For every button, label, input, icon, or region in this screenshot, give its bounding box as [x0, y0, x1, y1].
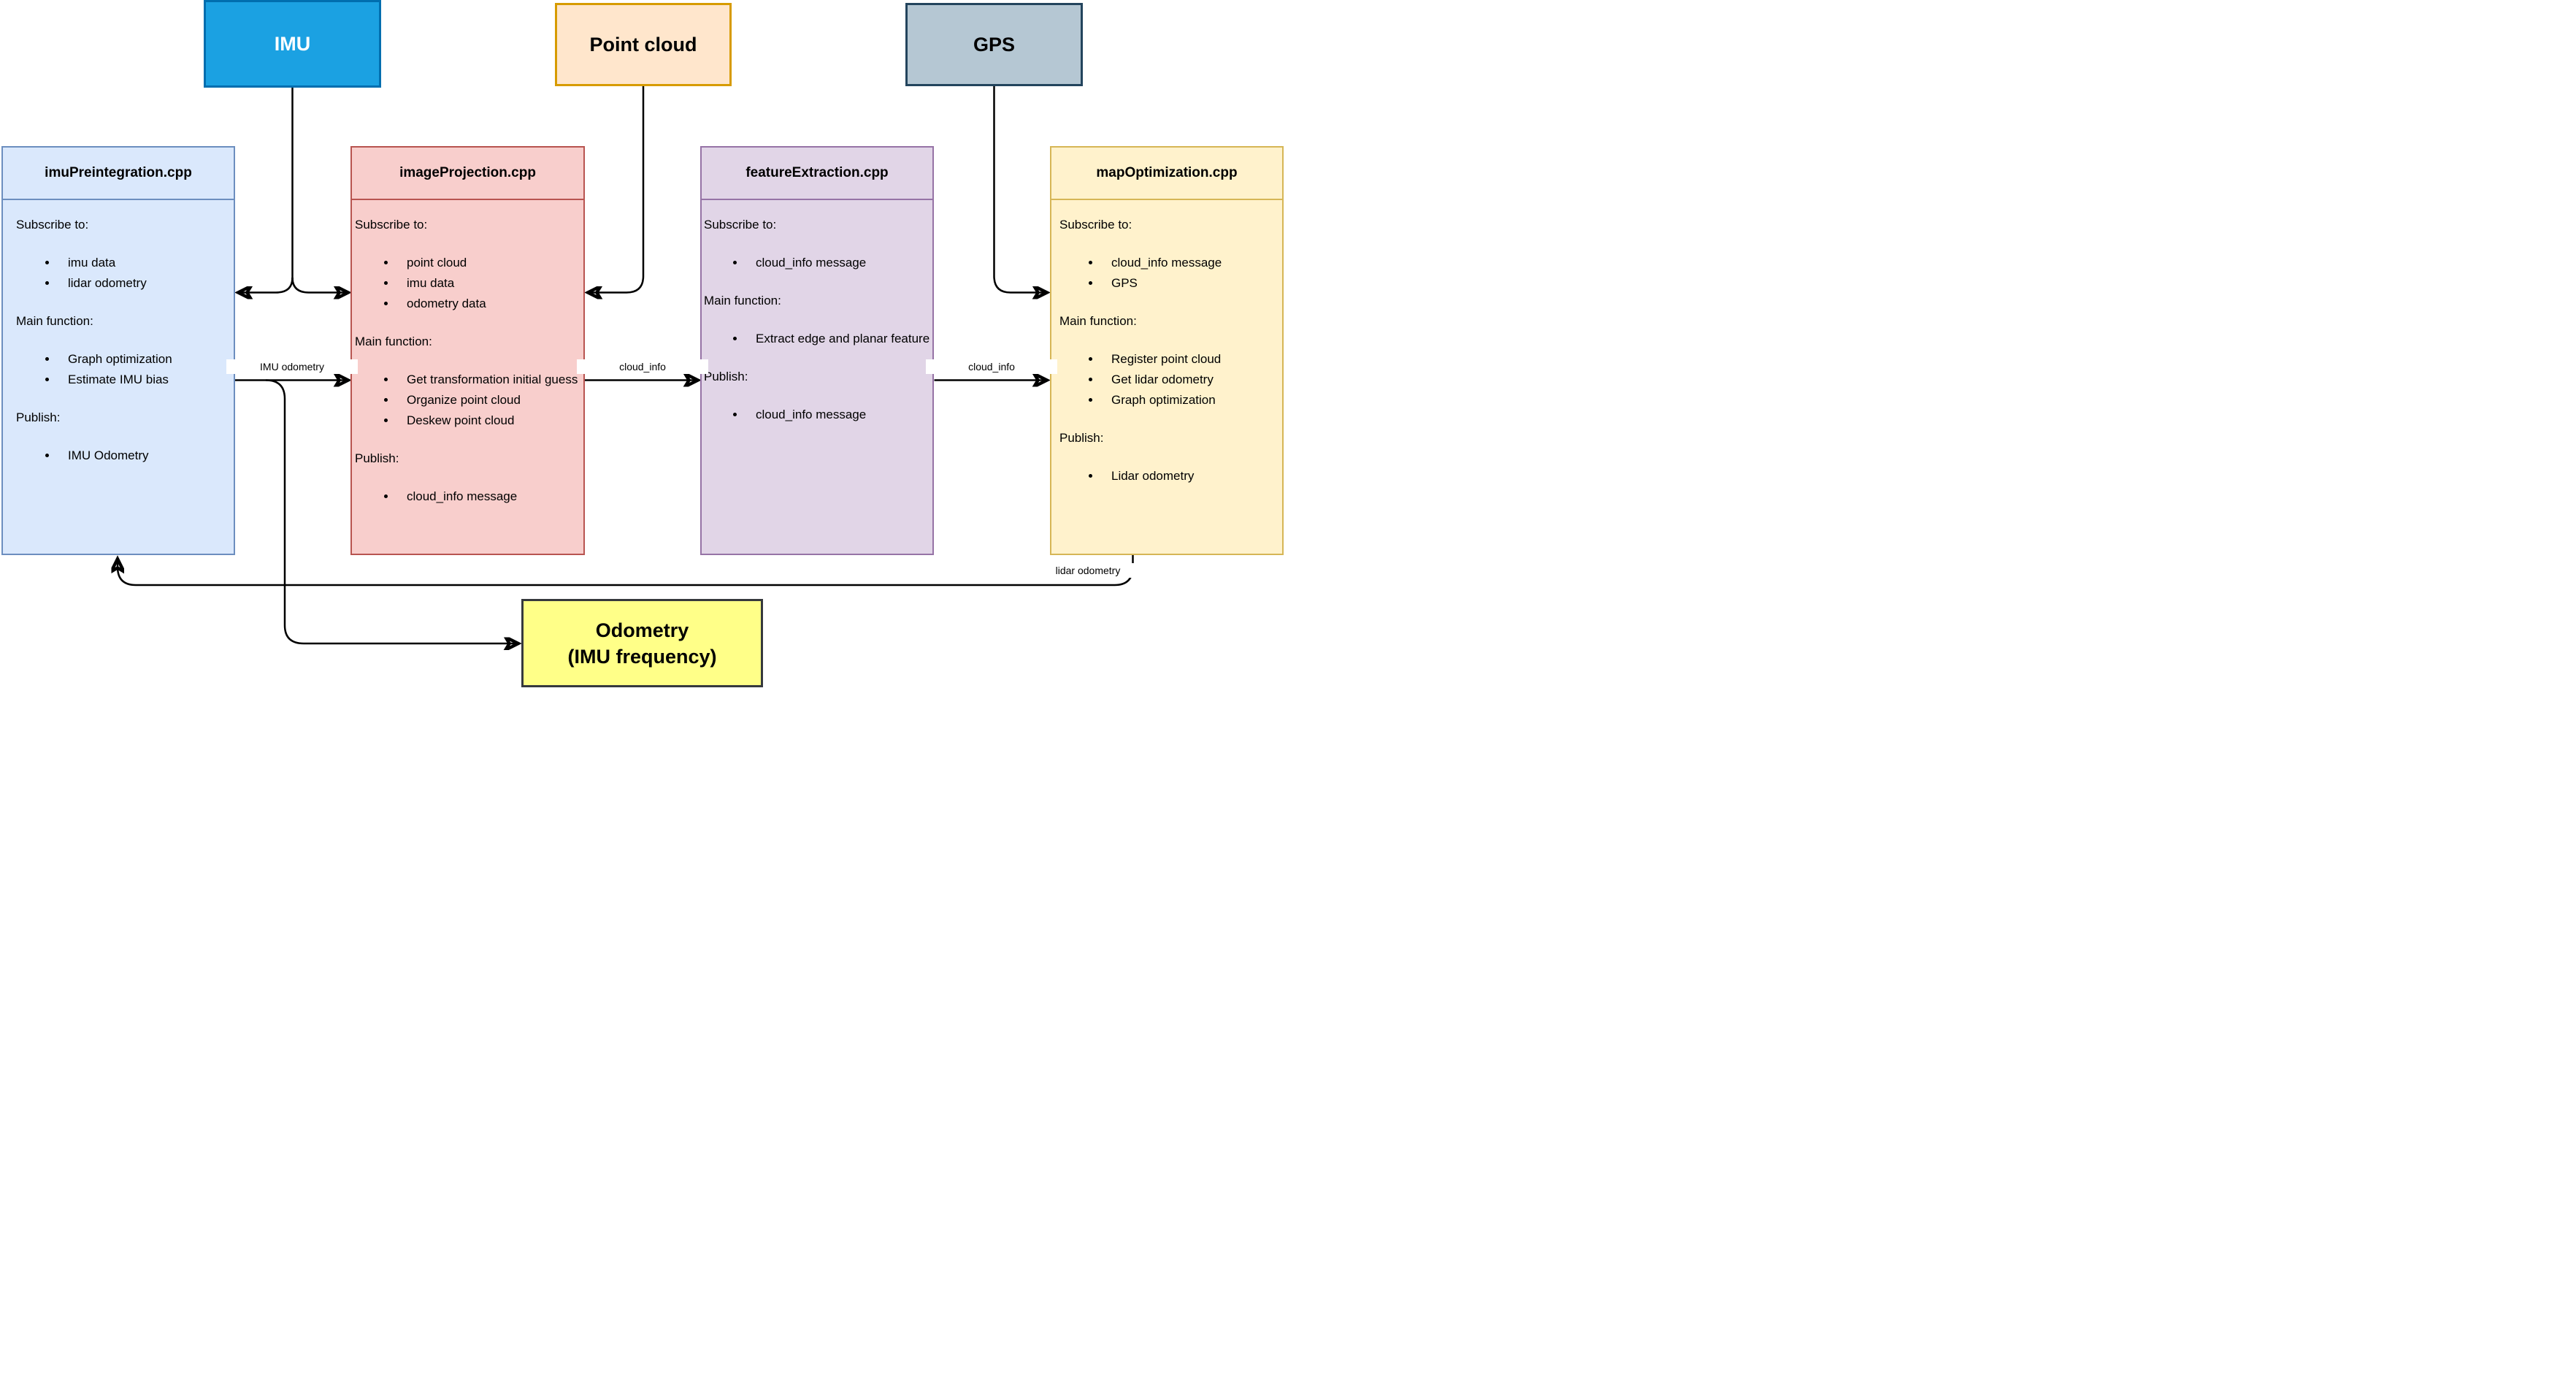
- section-heading-publish: Publish:: [355, 451, 399, 465]
- publish-list: cloud_info message: [355, 486, 580, 507]
- module-body: Subscribe to: point cloud imu data odome…: [352, 200, 583, 554]
- subscribe-list: cloud_info message GPS: [1059, 253, 1279, 294]
- list-item: Get lidar odometry: [1101, 370, 1279, 390]
- section-heading-main: Main function:: [355, 335, 432, 348]
- list-item: lidar odometry: [58, 273, 229, 294]
- publish-list: cloud_info message: [704, 405, 930, 425]
- connector-gps-to-mapoptimization: [993, 86, 1047, 293]
- edge-label-cloud-info-1: cloud_info: [577, 359, 708, 374]
- list-item: odometry data: [396, 294, 580, 314]
- list-item: GPS: [1101, 273, 1279, 294]
- edge-label-lidar-odometry: lidar odometry: [1022, 563, 1154, 578]
- diagram-canvas: IMU Point cloud GPS imuPreintegration.cp…: [0, 0, 1288, 690]
- module-box-featureextraction: featureExtraction.cpp Subscribe to: clou…: [700, 146, 934, 555]
- list-item: IMU Odometry: [58, 446, 229, 466]
- module-box-imupreintegration: imuPreintegration.cpp Subscribe to: imu …: [1, 146, 235, 555]
- section-heading-subscribe: Subscribe to:: [16, 218, 89, 232]
- subscribe-list: point cloud imu data odometry data: [355, 253, 580, 314]
- publish-list: Lidar odometry: [1059, 466, 1279, 486]
- list-item: Organize point cloud: [396, 390, 580, 410]
- list-item: Deskew point cloud: [396, 410, 580, 431]
- connector-imu-to-imageprojection: [291, 277, 348, 293]
- list-item: Lidar odometry: [1101, 466, 1279, 486]
- list-item: imu data: [396, 273, 580, 294]
- list-item: Get transformation initial guess: [396, 370, 580, 390]
- section-heading-publish: Publish:: [16, 410, 61, 424]
- subscribe-list: cloud_info message: [704, 253, 930, 273]
- section-heading-main: Main function:: [16, 314, 93, 328]
- source-label-point-cloud: Point cloud: [589, 33, 697, 56]
- list-item: Register point cloud: [1101, 349, 1279, 370]
- section-heading-subscribe: Subscribe to:: [704, 218, 777, 232]
- module-title: mapOptimization.cpp: [1051, 148, 1282, 200]
- output-box-odometry: Odometry (IMU frequency): [521, 599, 763, 687]
- edge-label-imu-odometry: IMU odometry: [226, 359, 358, 374]
- module-title: imageProjection.cpp: [352, 148, 583, 200]
- source-label-imu: IMU: [274, 32, 311, 55]
- main-function-list: Get transformation initial guess Organiz…: [355, 370, 580, 431]
- connector-lidarodometry-feedback: [118, 555, 1134, 587]
- main-function-list: Extract edge and planar feature: [704, 329, 930, 349]
- list-item: cloud_info message: [396, 486, 580, 507]
- main-function-list: Graph optimization Estimate IMU bias: [16, 349, 229, 390]
- section-heading-subscribe: Subscribe to:: [1059, 218, 1132, 232]
- list-item: cloud_info message: [745, 405, 930, 425]
- module-title: featureExtraction.cpp: [702, 148, 932, 200]
- section-heading-publish: Publish:: [704, 370, 748, 383]
- list-item: point cloud: [396, 253, 580, 273]
- list-item: cloud_info message: [1101, 253, 1279, 273]
- section-heading-main: Main function:: [704, 294, 781, 307]
- list-item: Graph optimization: [58, 349, 229, 370]
- main-function-list: Register point cloud Get lidar odometry …: [1059, 349, 1279, 410]
- list-item: Estimate IMU bias: [58, 370, 229, 390]
- section-heading-main: Main function:: [1059, 314, 1137, 328]
- connector-pointcloud-to-imageprojection: [589, 86, 645, 293]
- module-box-mapoptimization: mapOptimization.cpp Subscribe to: cloud_…: [1050, 146, 1284, 555]
- module-body: Subscribe to: cloud_info message Main fu…: [702, 200, 932, 554]
- publish-list: IMU Odometry: [16, 446, 229, 466]
- edge-label-cloud-info-2: cloud_info: [926, 359, 1057, 374]
- module-box-imageprojection: imageProjection.cpp Subscribe to: point …: [350, 146, 585, 555]
- module-body: Subscribe to: cloud_info message GPS Mai…: [1051, 200, 1282, 554]
- list-item: Extract edge and planar feature: [745, 329, 930, 349]
- source-box-gps: GPS: [905, 3, 1083, 86]
- module-body: Subscribe to: imu data lidar odometry Ma…: [3, 200, 234, 554]
- list-item: imu data: [58, 253, 229, 273]
- connector-imu-to-imupreintegration: [239, 277, 294, 293]
- subscribe-list: imu data lidar odometry: [16, 253, 229, 294]
- section-heading-subscribe: Subscribe to:: [355, 218, 428, 232]
- list-item: Graph optimization: [1101, 390, 1279, 410]
- output-label-line2: (IMU frequency): [567, 645, 717, 668]
- list-item: cloud_info message: [745, 253, 930, 273]
- output-label-line1: Odometry: [595, 619, 689, 641]
- source-box-imu: IMU: [204, 0, 381, 88]
- module-title: imuPreintegration.cpp: [3, 148, 234, 200]
- source-box-point-cloud: Point cloud: [555, 3, 732, 86]
- section-heading-publish: Publish:: [1059, 431, 1104, 445]
- source-label-gps: GPS: [973, 33, 1016, 56]
